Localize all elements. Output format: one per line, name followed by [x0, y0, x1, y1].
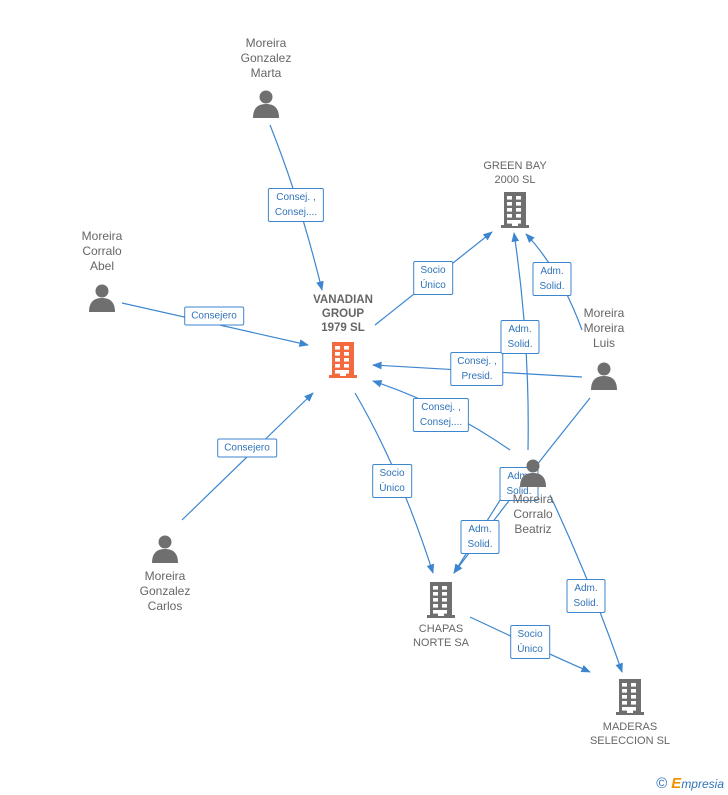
- person-icon-luis[interactable]: [589, 360, 619, 395]
- edge-label-marta-vanadian[interactable]: Consej. , Consej....: [267, 188, 325, 222]
- edge-label-beatriz-chapas[interactable]: Adm. Solid.: [460, 520, 500, 554]
- edge-label-luis-greenbay[interactable]: Adm. Solid.: [532, 262, 572, 296]
- node-label-abel[interactable]: Moreira Corralo Abel: [81, 229, 123, 273]
- edge-label-abel-vanadian[interactable]: Consejero: [184, 306, 244, 326]
- node-label-vanadian[interactable]: VANADIAN GROUP 1979 SL: [313, 294, 373, 334]
- person-icon-marta[interactable]: [251, 88, 281, 123]
- empresia-credit[interactable]: © Empresia: [656, 775, 724, 792]
- node-label-beatriz[interactable]: Moreira Corralo Beatriz: [512, 492, 554, 536]
- building-icon-vanadian[interactable]: [328, 342, 358, 383]
- edge-label-beatriz-vanadian[interactable]: Consej. , Consej....: [412, 398, 470, 432]
- edge-label-luis-vanadian[interactable]: Consej. , Presid.: [450, 352, 504, 386]
- edge-label-carlos-vanadian[interactable]: Consejero: [217, 438, 277, 458]
- node-label-marta[interactable]: Moreira Gonzalez Marta: [240, 36, 292, 80]
- node-label-luis[interactable]: Moreira Moreira Luis: [583, 306, 625, 350]
- edge-label-chapas-maderas[interactable]: Socio Único: [510, 625, 550, 659]
- person-icon-beatriz[interactable]: [518, 457, 548, 492]
- edge-label-beatriz-maderas[interactable]: Adm. Solid.: [566, 579, 606, 613]
- building-icon-maderas[interactable]: [615, 679, 645, 720]
- copyright-icon: ©: [656, 775, 668, 792]
- node-label-maderas[interactable]: MADERAS SELECCION SL: [589, 721, 671, 747]
- node-label-carlos[interactable]: Moreira Gonzalez Carlos: [139, 569, 191, 613]
- node-label-chapas[interactable]: CHAPAS NORTE SA: [412, 623, 470, 649]
- person-icon-abel[interactable]: [87, 282, 117, 317]
- node-label-greenbay[interactable]: GREEN BAY 2000 SL: [483, 160, 547, 186]
- brand-logo: Empresia: [671, 775, 724, 792]
- person-icon-carlos[interactable]: [150, 533, 180, 568]
- edge-label-beatriz-greenbay[interactable]: Adm. Solid.: [500, 320, 540, 354]
- edge-label-vanadian-chapas[interactable]: Socio Único: [372, 464, 412, 498]
- edge-label-vanadian-greenbay[interactable]: Socio Único: [413, 261, 453, 295]
- building-icon-chapas[interactable]: [426, 582, 456, 623]
- building-icon-greenbay[interactable]: [500, 192, 530, 233]
